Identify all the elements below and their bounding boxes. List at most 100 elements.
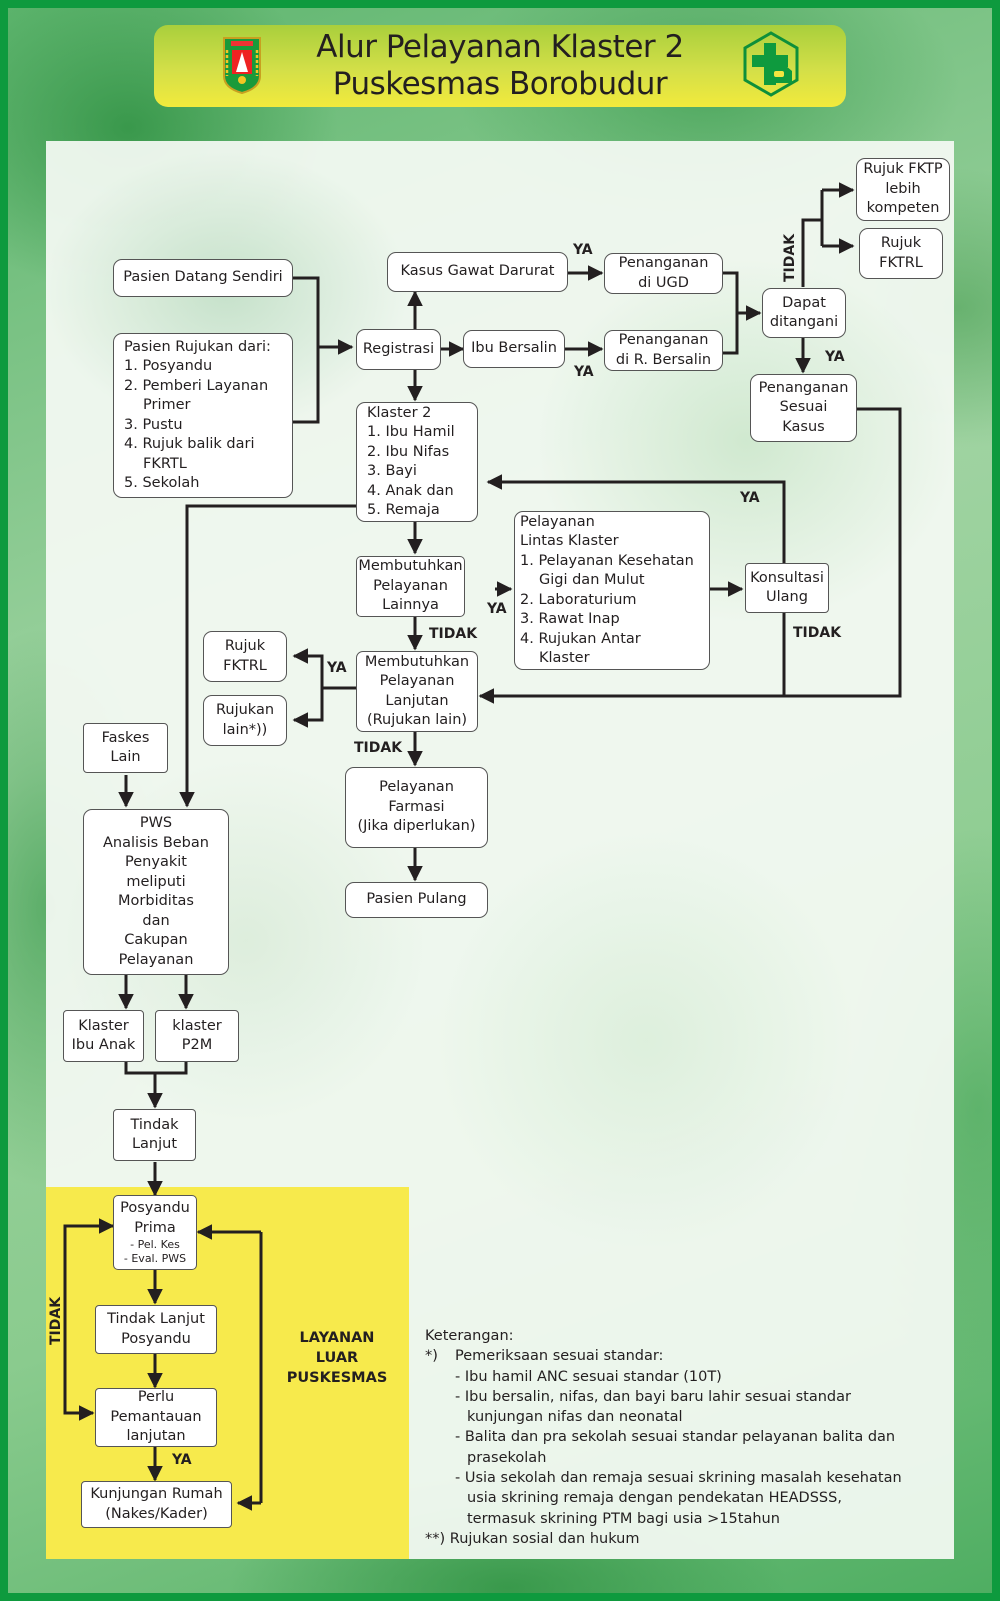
- edge-label-tidak-lanjutan: TIDAK: [354, 740, 403, 756]
- node-title: Klaster 2: [367, 404, 432, 421]
- node-text: Lainnya: [382, 597, 439, 614]
- node-pelayanan-farmasi: Pelayanan Farmasi (Jika diperlukan): [345, 767, 488, 848]
- list-item: Primer: [143, 397, 191, 413]
- note-double-star: **) Rujukan sosial dan hukum: [425, 1530, 640, 1547]
- node-text: Membutuhkan: [364, 653, 470, 670]
- edge-label-ya-konsultasi: YA: [740, 490, 760, 506]
- node-rujuk-fktp: Rujuk FKTP lebih kompeten: [856, 158, 950, 221]
- node-faskes-lain: Faskes Lain: [83, 723, 168, 773]
- node-text: Klaster: [78, 1017, 129, 1034]
- node-text: Kasus Gawat Darurat: [400, 263, 555, 280]
- node-konsultasi-ulang: Konsultasi Ulang: [745, 563, 829, 613]
- connector-tidak-top: [801, 218, 822, 287]
- node-text: Tindak: [130, 1116, 179, 1133]
- note-marker: *): [425, 1348, 438, 1365]
- node-penanganan-r-bersalin: Penanganan di R. Bersalin: [604, 330, 723, 371]
- node-text: Kunjungan Rumah: [90, 1486, 223, 1502]
- edge-label-ya-ugd: YA: [573, 242, 593, 258]
- node-text: Ibu Bersalin: [471, 340, 557, 357]
- regency-crest-icon: [223, 37, 261, 94]
- note-item: usia skrining remaja dengan pendekatan H…: [467, 1490, 842, 1507]
- list-item: 4. Anak dan: [367, 482, 454, 499]
- note-title: Pemeriksaan sesuai standar:: [455, 1348, 664, 1365]
- note-item: - Ibu bersalin, nifas, dan bayi baru lah…: [455, 1388, 851, 1405]
- node-text: (Rujukan lain): [366, 712, 468, 728]
- list-item: 1. Ibu Hamil: [367, 424, 455, 440]
- list-item: Gigi dan Mulut: [539, 572, 645, 588]
- node-text: Posyandu: [120, 1200, 190, 1216]
- list-item: 3. Rawat Inap: [520, 611, 620, 627]
- note-item: - Ibu hamil ANC sesuai standar (10T): [455, 1368, 722, 1385]
- node-text: Penyakit: [125, 854, 187, 870]
- node-klaster-ibu-anak: Klaster Ibu Anak: [63, 1010, 144, 1062]
- edge-label-tidak-dapat: TIDAK: [782, 233, 798, 282]
- node-text: kompeten: [866, 200, 940, 217]
- connector-tidak-loop: [63, 1224, 92, 1415]
- node-text: Cakupan: [124, 932, 188, 948]
- title-line-1: Alur Pelayanan Klaster 2: [316, 29, 684, 65]
- edge-label-ya-bersalin: YA: [574, 364, 594, 380]
- outreach-label-line: PUSKESMAS: [286, 1370, 388, 1386]
- node-text: Faskes: [101, 729, 150, 746]
- node-text: dan: [142, 912, 170, 929]
- list-item: FKRTL: [143, 455, 187, 472]
- node-text: FKTRL: [879, 254, 923, 271]
- node-text: (Nakes/Kader): [105, 1505, 208, 1522]
- node-text: Lain: [110, 749, 141, 765]
- notes-heading: Keterangan:: [425, 1328, 514, 1344]
- node-text: lain*)): [222, 721, 268, 738]
- node-penanganan-ugd: Penanganan di UGD: [604, 253, 723, 294]
- node-rujukan-lain: Rujukan lain*)): [203, 695, 287, 746]
- edge-label-ya-pemantauan: YA: [172, 1452, 192, 1468]
- node-text: Sesuai: [779, 399, 828, 416]
- node-text: Pelayanan: [373, 577, 448, 594]
- node-perlu-pemantauan-lanjutan: Perlu Pemantauan lanjutan: [95, 1388, 217, 1447]
- node-kasus-gawat-darurat: Kasus Gawat Darurat: [387, 252, 568, 292]
- list-item: 3. Bayi: [367, 463, 417, 479]
- list-item: 2. Ibu Nifas: [367, 443, 450, 460]
- outreach-label-line: LAYANAN: [299, 1330, 375, 1346]
- node-text: (Jika diperlukan): [357, 818, 476, 835]
- list-item: 1. Pelayanan Kesehatan: [520, 552, 694, 569]
- node-membutuhkan-pelayanan-lainnya: Membutuhkan Pelayanan Lainnya: [356, 556, 465, 617]
- node-text: Ibu Anak: [71, 1037, 136, 1053]
- node-title: Pasien Rujukan dari:: [124, 338, 271, 355]
- node-text: Farmasi: [388, 798, 445, 815]
- node-posyandu-prima: Posyandu Prima - Pel. Kes - Eval. PWS: [113, 1195, 197, 1270]
- note-item: prasekolah: [467, 1449, 547, 1466]
- node-title: Lintas Klaster: [520, 533, 619, 549]
- node-text: Penanganan: [758, 379, 849, 396]
- node-text: Konsultasi: [750, 569, 824, 586]
- connector-penanganan: [723, 271, 739, 355]
- node-text: lanjutan: [126, 1428, 186, 1445]
- outreach-label: LAYANAN LUAR PUSKESMAS: [272, 1328, 402, 1388]
- node-text: Penanganan: [618, 255, 709, 271]
- list-item: 2. Pemberi Layanan: [124, 377, 269, 394]
- node-text: Kasus: [782, 418, 825, 435]
- edge-label-tidak-posyandu: TIDAK: [48, 1296, 64, 1345]
- edge-label-ya-lanjutan: YA: [327, 660, 347, 676]
- arrow-to-rujukan-lain: [292, 688, 324, 728]
- edge-label-tidak-konsultasi: TIDAK: [793, 625, 842, 641]
- node-subtext: - Eval. PWS: [123, 1252, 187, 1265]
- node-text: Rujuk: [224, 638, 266, 654]
- edge-label-tidak-lainnya: TIDAK: [429, 626, 478, 642]
- node-text: Lanjutan: [385, 692, 449, 709]
- node-penanganan-sesuai-kasus: Penanganan Sesuai Kasus: [750, 374, 857, 442]
- node-text: Ulang: [766, 589, 808, 605]
- list-item: 5. Remaja: [367, 502, 440, 518]
- node-text: di UGD: [638, 274, 689, 291]
- list-item: 2. Laboraturium: [520, 591, 637, 608]
- page-title: Alur Pelayanan Klaster 2 Puskesmas Borob…: [154, 29, 846, 103]
- node-text: Rujuk: [880, 235, 922, 251]
- node-text: Pasien Pulang: [366, 891, 467, 908]
- node-klaster-2: Klaster 2 1. Ibu Hamil 2. Ibu Nifas 3. B…: [356, 402, 478, 522]
- node-text: Morbiditas: [118, 893, 194, 909]
- note-item: - Usia sekolah dan remaja sesuai skrinin…: [455, 1470, 902, 1487]
- list-item: 3. Pustu: [124, 416, 183, 433]
- node-text: Penanganan: [618, 332, 709, 348]
- title-line-2: Puskesmas Borobudur: [332, 66, 668, 102]
- node-text: klaster: [172, 1017, 222, 1034]
- arrow-klaster2-to-pws: [179, 504, 356, 808]
